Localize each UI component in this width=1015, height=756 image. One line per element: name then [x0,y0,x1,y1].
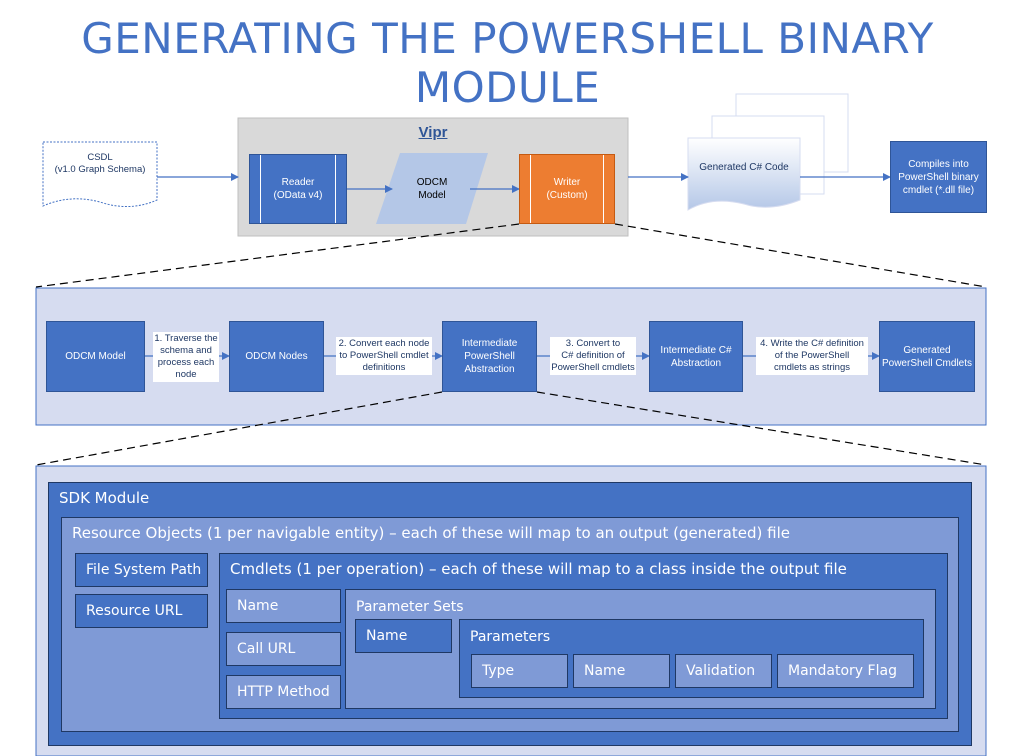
step-3-label: 3. Convert to C# definition of PowerShel… [550,337,636,375]
step-1-label: 1. Traverse the schema and process each … [153,332,219,382]
param-validation-box: Validation [675,654,772,688]
zoom-line-right-2 [536,391,987,466]
step-2-label: 2. Convert each node to PowerShell cmdle… [336,337,432,375]
parameter-sets-label: Parameter Sets [356,599,464,615]
reader-box: Reader (OData v4) [249,154,347,224]
param-set-name-box: Name [355,619,452,653]
node-odcm-nodes: ODCM Nodes [229,321,324,392]
page-title: GENERATING THE POWERSHELL BINARY MODULE [81,14,934,112]
writer-label: Writer (Custom) [546,177,588,201]
odcm-model-shape [376,153,488,224]
node-odcm-nodes-label: ODCM Nodes [245,351,308,362]
node-ps-abstraction-label: Intermediate PowerShell Abstraction [461,338,518,375]
http-method-box: HTTP Method [226,675,341,709]
node-odcm-model: ODCM Model [46,321,145,392]
compile-label: Compiles into PowerShell binary cmdlet (… [898,158,979,196]
reader-label: Reader (OData v4) [273,177,323,201]
zoom-line-left-2 [35,391,443,466]
cmdlet-name-box: Name [226,589,341,623]
param-mandatory-box: Mandatory Flag [777,654,914,688]
node-odcm-model-label: ODCM Model [65,351,126,362]
param-type-box: Type [471,654,568,688]
vipr-label: Vipr [418,124,448,141]
node-cs-abstraction: Intermediate C# Abstraction [649,321,743,392]
csdl-label: CSDL (v1.0 Graph Schema) [54,152,146,175]
node-generated-cmdlets: Generated PowerShell Cmdlets [879,321,975,392]
step-4-label: 4. Write the C# definition of the PowerS… [756,337,868,375]
sdk-module-label: SDK Module [59,489,150,507]
csdl-document-shape [42,141,158,207]
compile-box: Compiles into PowerShell binary cmdlet (… [890,141,987,213]
zoom-line-left [35,223,520,288]
call-url-box: Call URL [226,632,341,666]
cmdlets-label: Cmdlets (1 per operation) – each of thes… [230,560,847,578]
generated-code-label: Generated C# Code [699,162,789,173]
resource-url-box: Resource URL [75,594,208,628]
zoom-line-right [614,223,987,288]
odcm-model-label: ODCM Model [416,177,448,201]
parameters-label: Parameters [470,629,551,645]
code-page-front [687,137,801,211]
param-name-box: Name [573,654,670,688]
node-cs-abstraction-label: Intermediate C# Abstraction [660,344,732,369]
writer-box: Writer (Custom) [519,154,615,224]
node-generated-cmdlets-label: Generated PowerShell Cmdlets [881,344,973,369]
file-system-path-box: File System Path [75,553,208,587]
resource-objects-label: Resource Objects (1 per navigable entity… [72,524,790,542]
node-ps-abstraction: Intermediate PowerShell Abstraction [442,321,537,392]
